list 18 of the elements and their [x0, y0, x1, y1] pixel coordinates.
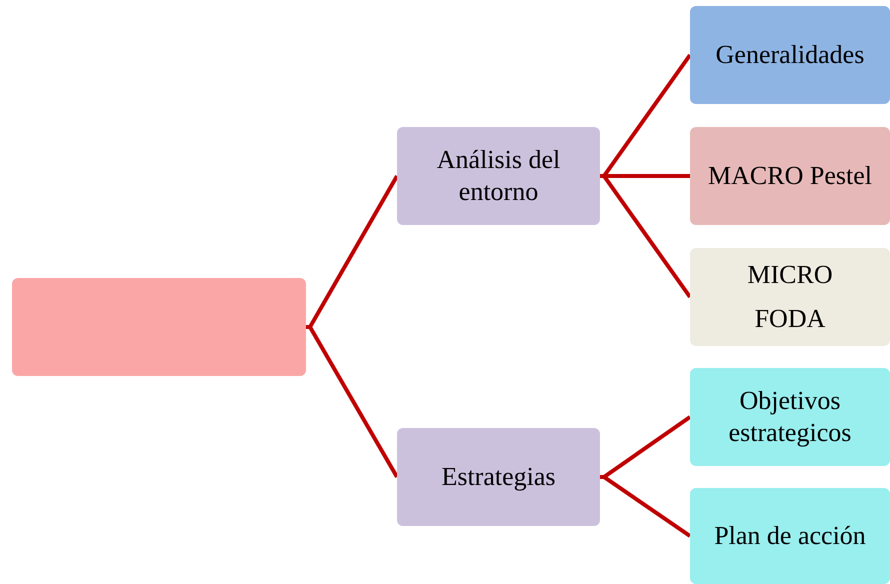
process-box	[397, 127, 600, 225]
node-label: FODA	[754, 303, 826, 335]
node-label: Análisis del entorno	[436, 144, 562, 208]
box-shape	[12, 278, 306, 376]
node-label: Objetivos estrategicos	[728, 385, 852, 449]
process-box	[690, 488, 890, 584]
process-box	[690, 248, 890, 346]
node-label: MACRO Pestel	[708, 160, 872, 192]
node-label: Plan de acción	[714, 520, 866, 552]
process-box	[690, 127, 890, 225]
process-box	[690, 368, 890, 466]
process-box	[397, 428, 600, 526]
node-label: MICRO	[747, 259, 833, 291]
process-box	[690, 6, 890, 104]
connector-line	[306, 325, 399, 478]
node-label: Generalidades	[716, 39, 864, 71]
connector-line	[306, 175, 399, 329]
node-label: Estrategias	[441, 461, 556, 493]
